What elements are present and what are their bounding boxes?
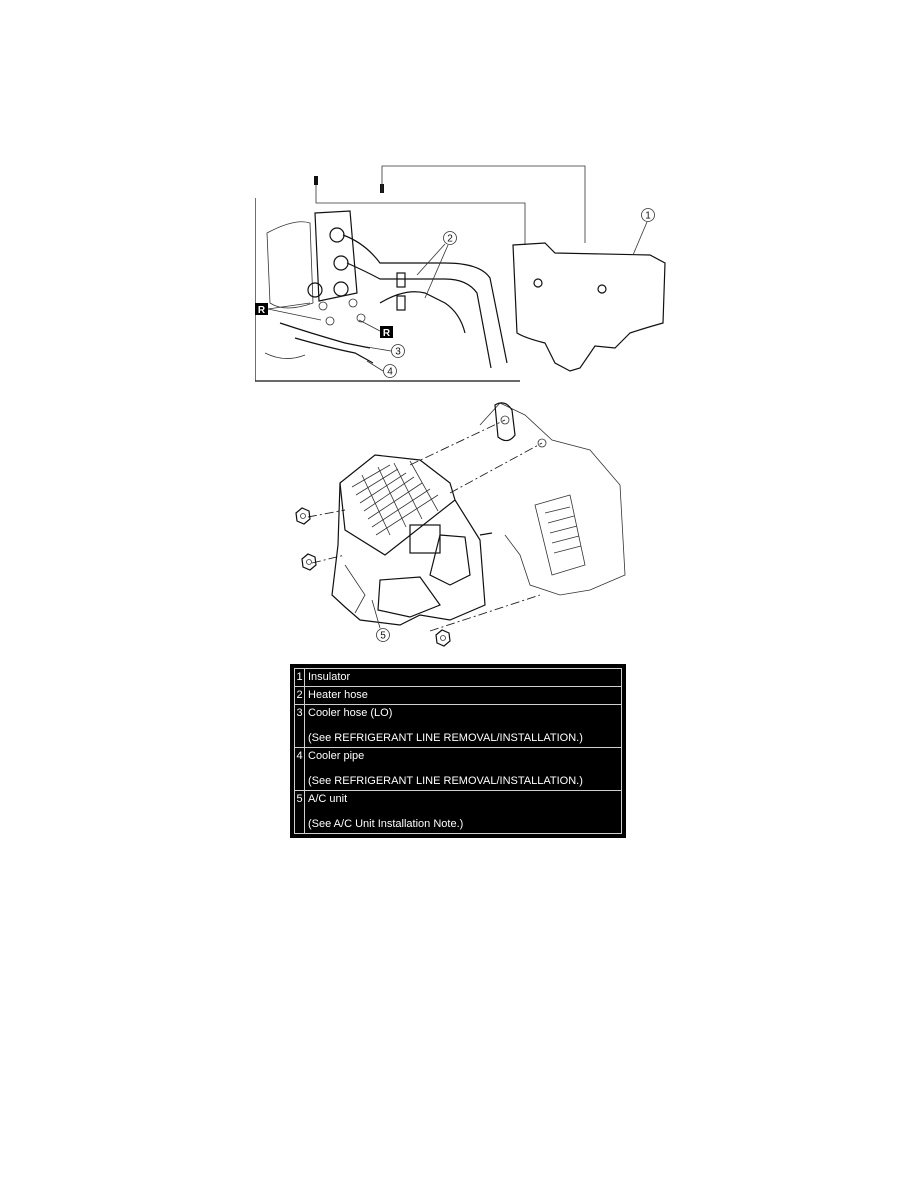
callout-1: 1 [645, 211, 651, 222]
part-name: Heater hose [304, 686, 622, 705]
ac-unit-diagram: 5 [295, 402, 626, 647]
heater-hose [346, 262, 492, 369]
heater-pipe-lower [333, 255, 349, 271]
table-row: 5 A/C unit (See A/C Unit Installation No… [294, 790, 622, 834]
table-row: 3 Cooler hose (LO) (See REFRIGERANT LINE… [294, 704, 622, 748]
duct-opening [534, 494, 586, 576]
badge-leader [267, 308, 322, 321]
clip-symbol-left [314, 176, 318, 193]
replace-badge-label: R [383, 328, 391, 339]
alignment-line [311, 554, 346, 564]
table-row: 1 Insulator [294, 668, 622, 687]
part-name: Cooler hose (LO) (See REFRIGERANT LINE R… [304, 704, 622, 748]
callout-5: 5 [380, 631, 386, 642]
callout-leader [371, 599, 381, 629]
parts-legend-table: 1 Insulator 2 Heater hose 3 Cooler hose … [294, 668, 622, 834]
dashboard-structure [479, 402, 626, 596]
insulator-hose-diagram: 1 2 3 4 R R [255, 165, 666, 382]
heater-pipe-upper [329, 227, 345, 243]
mounting-nut [295, 507, 311, 525]
bulkhead-detail [264, 352, 306, 359]
part-number: 3 [294, 704, 305, 748]
alignment-line [449, 442, 543, 494]
part-reference-note: (See REFRIGERANT LINE REMOVAL/INSTALLATI… [308, 732, 583, 744]
bulkhead-panel [266, 221, 314, 309]
cooler-pipe-port [333, 281, 349, 297]
drain-duct [377, 576, 441, 618]
insulator-panel [512, 242, 666, 372]
part-label: Insulator [308, 671, 351, 683]
cooler-pipe-port [307, 282, 323, 298]
replace-badge [380, 326, 393, 338]
mounting-stud [479, 532, 493, 536]
callout-leader [366, 360, 384, 372]
callout-3: 3 [395, 347, 401, 358]
heater-core-plate [314, 210, 358, 302]
callout-leader [366, 346, 392, 352]
part-number: 5 [294, 790, 305, 834]
part-reference-note: (See A/C Unit Installation Note.) [308, 818, 464, 830]
ac-unit-housing [331, 454, 486, 626]
heater-hose [379, 291, 466, 334]
leader-line [381, 165, 586, 243]
heater-hose [342, 234, 508, 364]
mounting-nut [301, 553, 317, 571]
part-name: A/C unit (See A/C Unit Installation Note… [304, 790, 622, 834]
figure-frame [255, 198, 520, 382]
alignment-line [307, 509, 346, 518]
part-label: Cooler pipe [308, 750, 365, 762]
callout-circle [443, 231, 457, 245]
table-row: 4 Cooler pipe (See REFRIGERANT LINE REMO… [294, 747, 622, 791]
callout-leader [424, 244, 449, 299]
badge-leader [358, 319, 381, 332]
callout-circle [641, 208, 655, 222]
callout-leader [416, 243, 446, 276]
duct-grille [544, 506, 582, 554]
mounting-hole [500, 415, 510, 425]
callout-circle [391, 344, 405, 358]
badge-leader [267, 302, 311, 310]
cooler-pipe [294, 337, 374, 364]
part-label: Cooler hose (LO) [308, 707, 393, 719]
part-reference-note: (See REFRIGERANT LINE REMOVAL/INSTALLATI… [308, 775, 583, 787]
mounting-hole [537, 438, 547, 448]
part-label: A/C unit [308, 793, 348, 805]
callout-circle [383, 364, 397, 378]
part-number: 1 [294, 668, 305, 687]
part-name: Cooler pipe (See REFRIGERANT LINE REMOVA… [304, 747, 622, 791]
callout-circle [376, 628, 390, 642]
hose-clamp [396, 272, 406, 288]
callout-leader [632, 221, 648, 256]
part-label: Heater hose [308, 689, 368, 701]
floor-duct [344, 564, 366, 614]
mounting-nut [435, 629, 451, 647]
o-ring [325, 316, 335, 326]
hose-clamp [396, 295, 406, 311]
insulator-clip [597, 284, 607, 294]
blower-case [429, 534, 471, 586]
o-ring [318, 301, 328, 311]
cooler-hose [279, 322, 371, 349]
insulator-clip [533, 278, 543, 288]
actuator-motor [409, 524, 441, 554]
alignment-line [429, 594, 541, 632]
alignment-line [409, 419, 506, 466]
bulkhead-bracket [494, 402, 516, 442]
ac-unit-grille [351, 460, 439, 536]
parts-legend: 1 Insulator 2 Heater hose 3 Cooler hose … [290, 664, 626, 838]
callout-4: 4 [387, 367, 393, 378]
part-number: 2 [294, 686, 305, 705]
table-row: 2 Heater hose [294, 686, 622, 705]
callout-2: 2 [447, 234, 453, 245]
leader-line [315, 193, 526, 245]
ac-unit-top-edge [339, 482, 456, 556]
replace-badge [255, 303, 268, 315]
part-number: 4 [294, 747, 305, 791]
replace-badge-label: R [258, 305, 266, 316]
o-ring [348, 298, 358, 308]
o-ring [356, 313, 366, 323]
part-name: Insulator [304, 668, 622, 687]
